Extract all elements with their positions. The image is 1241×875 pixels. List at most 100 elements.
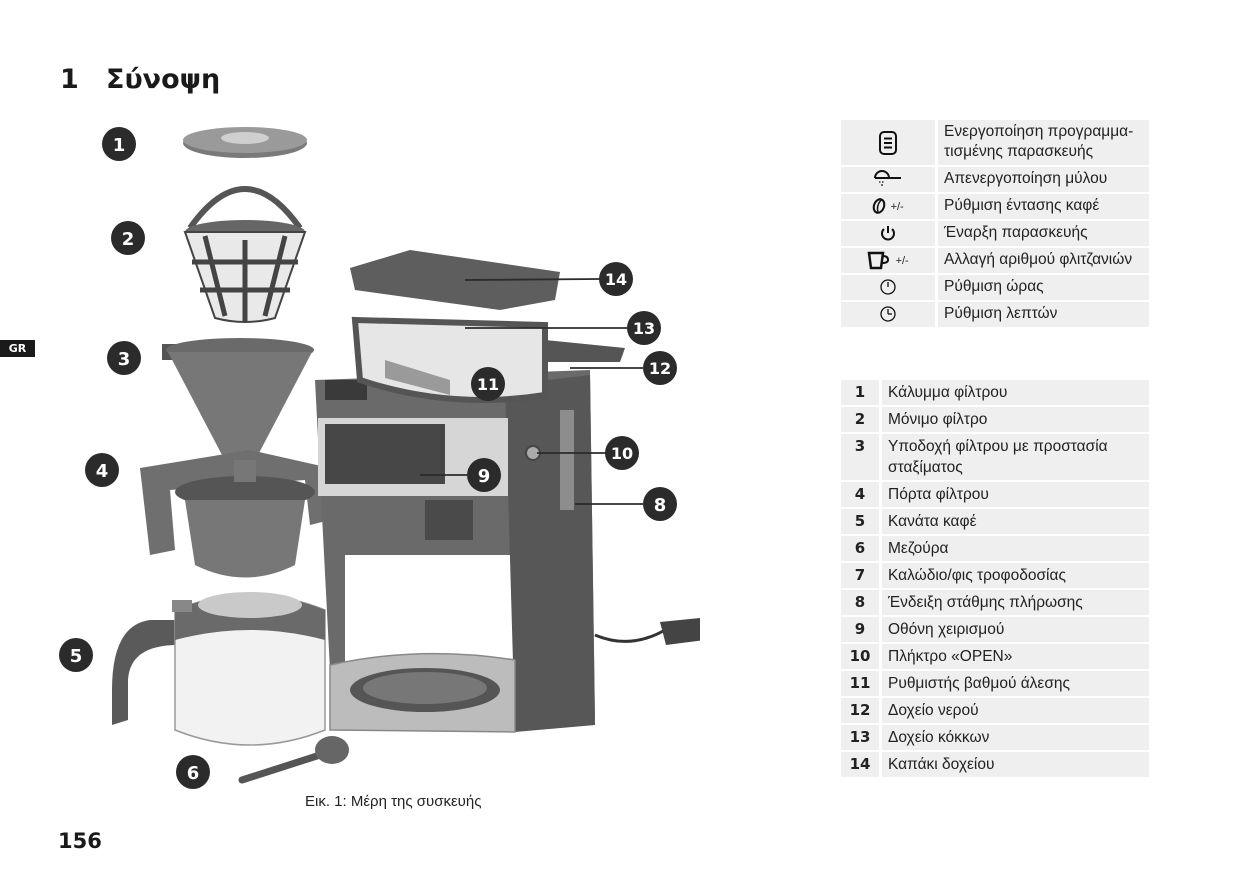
part-label: Ένδειξη στάθμης πλήρωσης <box>882 590 1149 615</box>
icon-legend-row: +/- Αλλαγή αριθμού φλιτζανιών <box>841 248 1149 273</box>
cups-suffix: +/- <box>895 255 909 268</box>
icon-legend-label: Απενεργοποίηση μύλου <box>938 167 1149 192</box>
svg-text:4: 4 <box>96 461 109 482</box>
part-label: Υποδοχή φίλτρου με προστασία σταξίματος <box>882 434 1149 480</box>
power-cord-part <box>594 618 700 645</box>
part-label: Καλώδιο/φις τροφοδοσίας <box>882 563 1149 588</box>
icon-legend-row: Ενεργοποίηση προγραμμα-τισμένης παρασκευ… <box>841 120 1149 165</box>
callout-9: 9 <box>467 458 501 492</box>
bean-container-part <box>351 316 548 403</box>
icon-legend-label: Έναρξη παρασκευής <box>938 221 1149 246</box>
svg-text:2: 2 <box>122 229 135 250</box>
svg-text:14: 14 <box>605 270 627 289</box>
part-number: 4 <box>841 482 882 507</box>
grinder-off-icon <box>841 167 938 192</box>
part-number: 12 <box>841 698 882 723</box>
strength-suffix: +/- <box>890 201 904 213</box>
part-number: 2 <box>841 407 882 432</box>
language-tab: GR <box>0 340 35 357</box>
permanent-filter-part <box>183 186 307 323</box>
part-label: Μόνιμο φίλτρο <box>882 407 1149 432</box>
part-number: 10 <box>841 644 882 669</box>
icon-legend-row: Ρύθμιση ώρας <box>841 275 1149 300</box>
part-label: Κανάτα καφέ <box>882 509 1149 534</box>
svg-text:5: 5 <box>70 646 83 667</box>
callout-leader-lines <box>420 278 643 505</box>
svg-text:8: 8 <box>654 495 667 516</box>
icon-legend-row: Έναρξη παρασκευής <box>841 221 1149 246</box>
section-heading: 1 Σύνοψη <box>60 64 220 95</box>
callout-12: 12 <box>643 351 677 385</box>
clock-minute-icon <box>841 302 938 327</box>
cup-icon: +/- <box>841 248 938 273</box>
part-number: 13 <box>841 725 882 750</box>
icon-legend-label: Ρύθμιση έντασης καφέ <box>938 194 1149 219</box>
callout-1: 1 <box>102 127 136 161</box>
bean-strength-icon: +/- <box>841 194 938 219</box>
svg-text:10: 10 <box>611 444 633 463</box>
svg-text:11: 11 <box>477 375 499 394</box>
icon-legend-label: Ενεργοποίηση προγραμμα-τισμένης παρασκευ… <box>938 120 1149 165</box>
svg-text:6: 6 <box>187 763 200 784</box>
program-menu-icon <box>841 120 938 165</box>
icon-legend-label: Ρύθμιση λεπτών <box>938 302 1149 327</box>
callout-3: 3 <box>107 341 141 375</box>
part-label: Κάλυμμα φίλτρου <box>882 380 1149 405</box>
icon-legend-row: +/- Ρύθμιση έντασης καφέ <box>841 194 1149 219</box>
callout-6: 6 <box>176 755 210 789</box>
machine-body <box>315 370 595 733</box>
icon-legend-label: Αλλαγή αριθμού φλιτζανιών <box>938 248 1149 273</box>
clock-hour-icon <box>841 275 938 300</box>
container-lid-part <box>350 250 560 310</box>
part-number: 3 <box>841 434 882 480</box>
part-label: Οθόνη χειρισμού <box>882 617 1149 642</box>
callout-11: 11 <box>471 367 505 401</box>
icon-legend-row: Απενεργοποίηση μύλου <box>841 167 1149 192</box>
page-number: 156 <box>58 829 102 853</box>
part-label: Δοχείο νερού <box>882 698 1149 723</box>
power-icon <box>841 221 938 246</box>
svg-text:3: 3 <box>118 349 131 370</box>
part-number: 8 <box>841 590 882 615</box>
part-number: 9 <box>841 617 882 642</box>
section-number: 1 <box>60 64 79 95</box>
part-label: Ρυθμιστής βαθμού άλεσης <box>882 671 1149 696</box>
callout-4: 4 <box>85 453 119 487</box>
part-number: 7 <box>841 563 882 588</box>
filter-door-part <box>140 450 330 578</box>
callout-5: 5 <box>59 638 93 672</box>
part-number: 6 <box>841 536 882 561</box>
part-number: 14 <box>841 752 882 777</box>
part-label: Μεζούρα <box>882 536 1149 561</box>
water-tank-part <box>545 340 625 362</box>
svg-text:13: 13 <box>633 319 655 338</box>
icon-legend-row: Ρύθμιση λεπτών <box>841 302 1149 327</box>
callout-13: 13 <box>627 311 661 345</box>
svg-text:9: 9 <box>478 466 491 487</box>
part-label: Καπάκι δοχείου <box>882 752 1149 777</box>
callout-8: 8 <box>643 487 677 521</box>
filter-cover-part <box>183 127 307 158</box>
svg-text:1: 1 <box>113 135 126 156</box>
part-label: Πλήκτρο «OPEN» <box>882 644 1149 669</box>
callout-14: 14 <box>599 262 633 296</box>
part-number: 5 <box>841 509 882 534</box>
carafe-part <box>112 592 326 746</box>
part-label: Πόρτα φίλτρου <box>882 482 1149 507</box>
icon-legend-table: Ενεργοποίηση προγραμμα-τισμένης παρασκευ… <box>841 118 1149 329</box>
